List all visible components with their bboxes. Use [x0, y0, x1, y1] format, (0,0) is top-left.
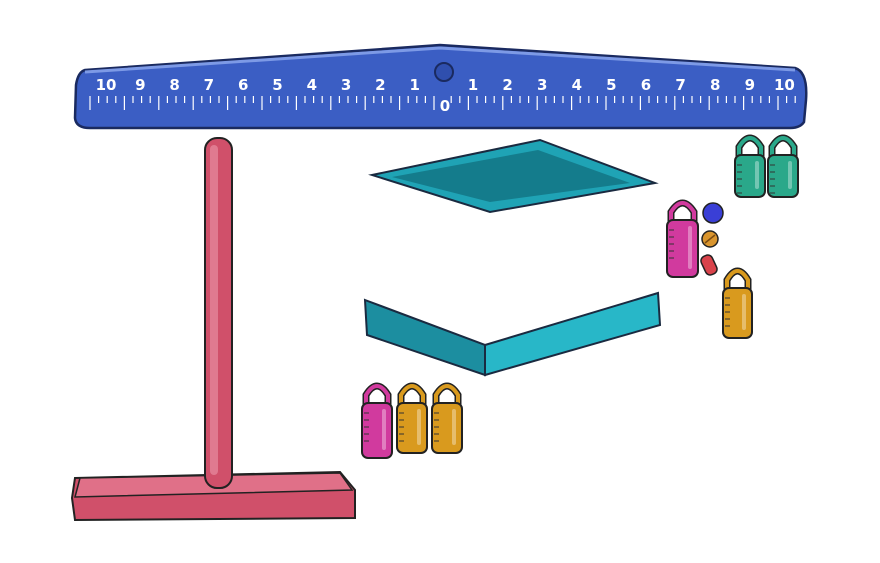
marble	[702, 202, 724, 224]
tray-top-inner	[392, 150, 630, 202]
orange-weight	[722, 267, 753, 339]
teal-weight	[734, 134, 766, 198]
cylinder	[700, 254, 718, 276]
ruler-label-0: 0	[440, 97, 450, 115]
small-objects	[700, 202, 724, 276]
ruler-labels: 0 10 9 8 7 6 5 4 3 2 1 1 2 3 4 5 6 7 8 9 10	[96, 76, 795, 115]
ruler-label-left-7: 7	[204, 76, 214, 94]
teal-weight	[767, 134, 799, 198]
ruler-beam: 0 10 9 8 7 6 5 4 3 2 1 1 2 3 4 5 6 7 8 9 10	[73, 43, 808, 130]
ruler-ticks	[89, 96, 796, 110]
weights	[361, 134, 799, 459]
ruler-label-left-9: 9	[135, 76, 145, 94]
beam-body	[73, 43, 808, 130]
pivot-icon	[434, 62, 454, 82]
ruler-label-right-4: 4	[572, 76, 582, 94]
ruler-label-right-2: 2	[502, 76, 512, 94]
ruler-label-right-7: 7	[675, 76, 685, 94]
orange-weight	[396, 382, 428, 454]
ruler-label-right-9: 9	[745, 76, 755, 94]
ruler-label-left-10: 10	[96, 76, 117, 94]
ruler-label-right-3: 3	[537, 76, 547, 94]
ruler-label-right-10: 10	[774, 76, 795, 94]
beam-highlight	[84, 46, 796, 74]
balance-stand	[70, 137, 356, 522]
ruler-label-right-6: 6	[641, 76, 651, 94]
balance-tray	[363, 138, 662, 377]
magenta-weight	[666, 199, 699, 278]
pole-highlight	[210, 145, 218, 475]
coin-slot	[704, 234, 716, 244]
tray-bottom-left	[363, 298, 486, 377]
ruler-label-left-1: 1	[409, 76, 419, 94]
magenta-weight	[361, 382, 393, 459]
orange-weight	[431, 382, 463, 454]
ruler-label-left-4: 4	[307, 76, 317, 94]
ruler-label-right-5: 5	[606, 76, 616, 94]
stand-pole	[204, 137, 233, 489]
ruler-label-left-5: 5	[272, 76, 282, 94]
tray-bottom-right	[484, 291, 662, 377]
ruler-label-left-6: 6	[238, 76, 248, 94]
ruler-label-left-8: 8	[169, 76, 179, 94]
ruler-label-left-3: 3	[341, 76, 351, 94]
ruler-label-left-2: 2	[375, 76, 385, 94]
ruler-label-right-8: 8	[710, 76, 720, 94]
ruler-label-right-1: 1	[468, 76, 478, 94]
